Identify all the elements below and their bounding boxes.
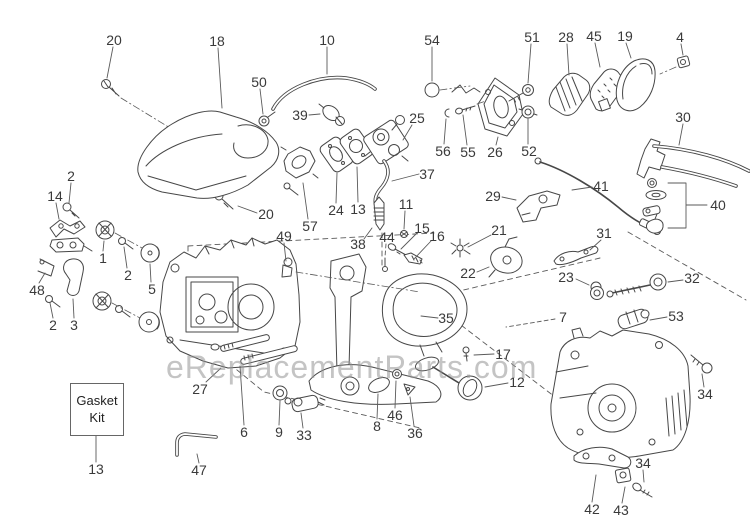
clip-49-drawing	[281, 264, 421, 293]
fuel-line-10-drawing	[271, 75, 377, 111]
screws-34-drawing	[632, 354, 713, 498]
leader-lines	[38, 42, 705, 504]
screw-17-drawing	[462, 346, 470, 362]
nut-11-drawing	[400, 230, 408, 238]
oil-cap-12-drawing	[414, 356, 483, 401]
crankcase-right-drawing	[550, 327, 691, 459]
washer-9-drawing	[272, 385, 292, 405]
gasket-kit-box: Gasket Kit	[70, 383, 124, 436]
clip-43-drawing	[614, 467, 632, 484]
gasket-kit-label: Gasket Kit	[76, 392, 118, 425]
grommet-50-drawing	[258, 111, 276, 127]
primer-pump-38-drawing	[373, 196, 385, 267]
small-parts-8-46-36-drawing	[368, 369, 416, 396]
bumper-spike-42-drawing	[573, 446, 632, 469]
primer-ball-54-drawing	[424, 82, 481, 98]
watermark: eReplacementParts.com	[166, 349, 538, 385]
screws-15-16-drawing	[387, 243, 423, 265]
front-handlebar-30-drawing	[636, 138, 750, 188]
air-filter-cover-18-drawing	[137, 110, 280, 199]
nut-4-drawing	[659, 55, 691, 75]
clip-21-drawing	[450, 238, 471, 258]
oiler-33-drawing	[291, 394, 326, 413]
nut-23-drawing	[590, 281, 604, 300]
bracket-31-drawing	[553, 246, 599, 266]
bolt-spring-32-drawing	[606, 273, 667, 298]
throttle-latch-22-drawing	[488, 236, 523, 278]
choke-clip-39-drawing	[318, 103, 345, 126]
screw-51-drawing	[508, 84, 534, 103]
pin-44-drawing	[382, 257, 388, 272]
nut-52-drawing	[518, 105, 538, 119]
intake-manifold-57-drawing	[280, 146, 319, 196]
tensioner-53-drawing	[617, 308, 650, 330]
vibration-mounts-drawing	[37, 202, 160, 333]
throttle-trigger-29-drawing	[516, 190, 561, 223]
hardware-stack-40-drawing	[642, 178, 708, 234]
filter-grille-28-drawing	[548, 72, 591, 116]
fuel-hose-37-drawing	[373, 159, 390, 208]
carburetor-25-drawing	[363, 115, 409, 165]
clip-56-screw-55-drawing	[444, 100, 487, 118]
filter-cover-19-drawing	[615, 58, 656, 112]
intake-plate-26-drawing	[477, 77, 524, 137]
allen-key-47-drawing	[175, 432, 218, 457]
bar-studs-6-drawing	[210, 334, 298, 365]
